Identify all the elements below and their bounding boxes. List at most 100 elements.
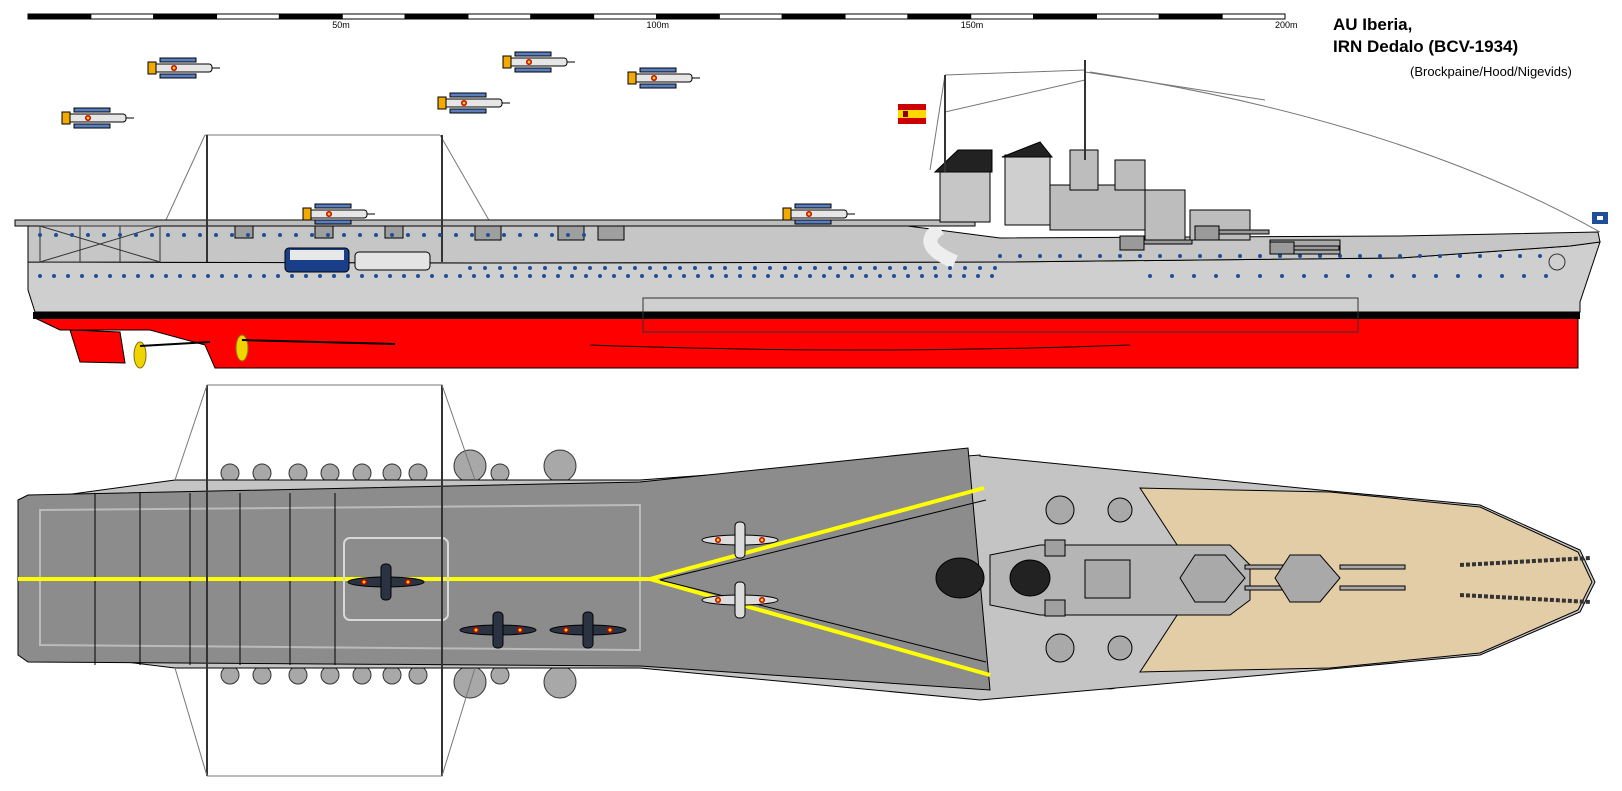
porthole	[903, 266, 907, 270]
porthole	[1198, 254, 1202, 258]
porthole	[102, 233, 106, 237]
porthole	[1478, 254, 1482, 258]
porthole	[723, 266, 727, 270]
porthole	[570, 274, 574, 278]
porthole	[342, 233, 346, 237]
porthole	[206, 274, 210, 278]
forward-superstructure-plan	[935, 495, 1251, 663]
porthole	[150, 233, 154, 237]
porthole	[978, 266, 982, 270]
porthole	[836, 274, 840, 278]
porthole	[290, 274, 294, 278]
porthole	[38, 233, 42, 237]
biplane-icon	[302, 203, 375, 225]
porthole	[310, 233, 314, 237]
porthole	[654, 274, 658, 278]
sponson	[543, 449, 577, 483]
rigging-lines	[164, 69, 1601, 233]
porthole	[906, 274, 910, 278]
porthole	[262, 274, 266, 278]
sponson	[288, 665, 308, 685]
porthole	[52, 274, 56, 278]
porthole	[1138, 254, 1142, 258]
porthole	[1078, 254, 1082, 258]
porthole	[1378, 254, 1382, 258]
sponson	[408, 665, 428, 685]
credit-line: (Brockpaine/Hood/Nigevids)	[1410, 64, 1572, 79]
porthole	[933, 266, 937, 270]
porthole	[304, 274, 308, 278]
porthole	[1434, 274, 1438, 278]
porthole	[513, 266, 517, 270]
fighter-group	[347, 521, 779, 649]
porthole	[640, 274, 644, 278]
porthole	[358, 233, 362, 237]
porthole	[1458, 254, 1462, 258]
porthole	[550, 233, 554, 237]
fighter-icon	[459, 611, 537, 649]
porthole	[1390, 274, 1394, 278]
porthole	[458, 274, 462, 278]
sponson	[288, 463, 308, 483]
fighter-icon	[347, 563, 425, 601]
porthole	[1038, 254, 1042, 258]
porthole	[136, 274, 140, 278]
sponson	[352, 463, 372, 483]
biplane-icon	[61, 107, 134, 129]
porthole	[573, 266, 577, 270]
porthole	[780, 274, 784, 278]
porthole	[234, 274, 238, 278]
scale-segment	[467, 13, 532, 20]
scale-segment	[216, 13, 280, 20]
porthole	[663, 266, 667, 270]
porthole	[724, 274, 728, 278]
porthole	[962, 274, 966, 278]
porthole	[1338, 254, 1342, 258]
scale-segment	[278, 13, 343, 20]
porthole	[534, 233, 538, 237]
porthole	[198, 233, 202, 237]
porthole	[388, 274, 392, 278]
hangar-deck	[27, 224, 1601, 264]
porthole	[1236, 274, 1240, 278]
porthole	[1478, 274, 1482, 278]
sponson	[453, 665, 487, 699]
spanish-flag-icon	[898, 104, 926, 124]
porthole	[182, 233, 186, 237]
sponson	[490, 463, 510, 483]
title-block: AU Iberia, IRN Dedalo (BCV-1934)	[1333, 14, 1613, 58]
porthole	[794, 274, 798, 278]
porthole	[934, 274, 938, 278]
title-line-1: AU Iberia,	[1333, 15, 1413, 34]
porthole	[528, 266, 532, 270]
porthole	[584, 274, 588, 278]
porthole	[1358, 254, 1362, 258]
porthole	[864, 274, 868, 278]
porthole	[753, 266, 757, 270]
porthole	[80, 274, 84, 278]
aircraft-lift	[343, 537, 449, 621]
sponson	[220, 665, 240, 685]
porthole	[1278, 254, 1282, 258]
porthole	[993, 266, 997, 270]
scale-label: 200m	[1275, 20, 1298, 30]
porthole	[612, 274, 616, 278]
porthole	[598, 274, 602, 278]
porthole	[390, 233, 394, 237]
porthole	[178, 274, 182, 278]
scale-segment	[970, 13, 1035, 20]
porthole	[498, 266, 502, 270]
porthole	[633, 266, 637, 270]
porthole	[230, 233, 234, 237]
porthole	[1158, 254, 1162, 258]
porthole	[276, 274, 280, 278]
porthole	[710, 274, 714, 278]
fighter-icon	[549, 611, 627, 649]
scale-segment	[404, 13, 469, 20]
porthole	[626, 274, 630, 278]
porthole	[822, 274, 826, 278]
biplane-icon	[147, 57, 220, 79]
porthole	[518, 233, 522, 237]
porthole	[122, 274, 126, 278]
